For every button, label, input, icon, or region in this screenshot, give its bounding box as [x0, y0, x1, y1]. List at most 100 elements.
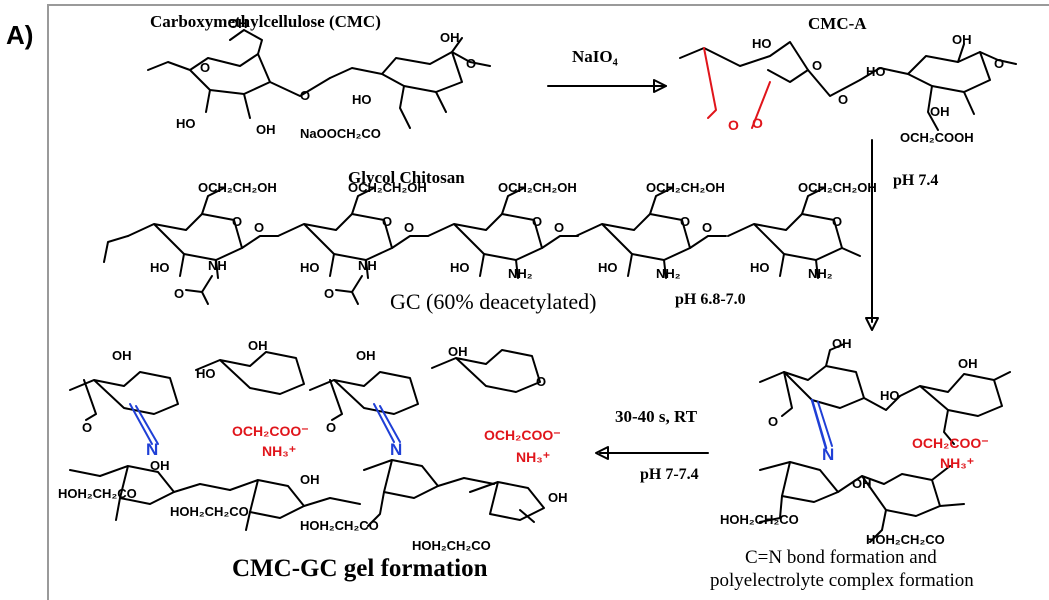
gc-sidechain-bond-1 [201, 187, 225, 215]
int-aldehyde-bond [781, 371, 793, 417]
int-cmca-ring-1 [759, 365, 865, 409]
int-oh-1: OH [832, 336, 852, 351]
gel-cmc-ring-3 [309, 371, 419, 415]
int-imine-n: N [822, 445, 834, 464]
arrowhead-naio4 [653, 79, 667, 93]
gc-sidechain-bond-4 [649, 187, 673, 215]
figure-frame [47, 4, 1049, 600]
int-cmca-ring-2-subs [943, 371, 1011, 445]
gc-amine-4: NH₂ [656, 266, 681, 281]
cmca-ring-o-1: O [812, 58, 822, 73]
gc-sidechain-1: OCH₂CH₂OH [198, 180, 277, 195]
gel-cmc-ring-1 [69, 371, 179, 415]
cmca-carboxymethyl: OCH₂COOH [900, 130, 974, 145]
cmca-glycosidic-bond [807, 69, 861, 97]
gc-glyco-o-2: O [404, 220, 414, 235]
gc-glycosidic-1 [241, 235, 279, 249]
gc-acetyl-o-2: O [324, 286, 334, 301]
gel-gc-sidechain-4: HOH₂CH₂CO [412, 538, 491, 553]
cmc-ring-o-2: O [466, 56, 476, 71]
cmca-ho-2: HO [866, 64, 886, 79]
cmca-ring [859, 51, 991, 93]
gc-ring-subs-3 [479, 253, 519, 279]
gel-gc-link-2 [303, 497, 361, 507]
int-imine-bond [810, 398, 828, 450]
gc-glyco-o-1: O [254, 220, 264, 235]
gc-ring-4 [575, 213, 691, 261]
gc-sidechain-2: OCH₂CH₂OH [348, 180, 427, 195]
cmca-ring-o-2: O [994, 56, 1004, 71]
gel-oh-2: OH [356, 348, 376, 363]
gc-ho-2: HO [300, 260, 320, 275]
gc-ring-2 [277, 213, 393, 261]
int-gc-ring-1 [759, 461, 839, 503]
cmc-glyco-o: O [300, 88, 310, 103]
cmc-ho-1: HO [176, 116, 196, 131]
cmc-oh-3: OH [440, 30, 460, 45]
int-ho-1: HO [880, 388, 900, 403]
conditions-label: 30-40 s, RT [615, 407, 698, 426]
cmca-oh-2: OH [930, 104, 950, 119]
gel-cmc-ring-2 [195, 351, 305, 395]
arrowhead-down [865, 317, 879, 331]
int-aldehyde-o: O [768, 414, 778, 429]
gel-gc-sidechain-2: HOH₂CH₂CO [170, 504, 249, 519]
ph-cmca-label: pH 7.4 [893, 172, 939, 189]
gc-ring-o-5: O [832, 214, 842, 229]
int-cmca-ring-2 [899, 373, 1003, 417]
gel-gc-link-3 [437, 477, 495, 487]
gel-aldehyde-o-2: O [326, 420, 336, 435]
cmc-ring-1 [147, 53, 271, 95]
gc-glycosidic-2 [391, 235, 429, 249]
int-gc-subs [759, 465, 965, 543]
gc-ring-5 [727, 213, 843, 261]
gel-aldehyde-o-1: O [82, 420, 92, 435]
cmc-glycosidic-bond [269, 77, 331, 97]
cmca-glyco-o: O [838, 92, 848, 107]
gel-cmc-ring-4 [431, 349, 541, 393]
cmc-ring-2-subs [399, 37, 491, 129]
cmc-ho-2: HO [352, 92, 372, 107]
gc-end-left [103, 235, 129, 263]
gel-imine-n-2: N [390, 440, 402, 459]
cmca-open-ring [679, 41, 809, 83]
cmca-title: CMC-A [808, 14, 867, 33]
gel-gc-oh-1: OH [150, 458, 170, 473]
oxidant-label: NaIO₄ [572, 47, 618, 66]
gc-acetyl-o-1: O [174, 286, 184, 301]
int-gc-sidechain-1: HOH₂CH₂CO [720, 512, 799, 527]
gc-sidechain-3: OCH₂CH₂OH [498, 180, 577, 195]
gel-gc-oh-2: OH [300, 472, 320, 487]
gc-caption: GC (60% deacetylated) [390, 289, 597, 314]
intermediate-caption-1: C=N bond formation and [745, 547, 937, 568]
cmc-ring-o-1: O [200, 60, 210, 75]
int-ammonium: NH₃⁺ [940, 455, 974, 471]
gel-ammonium-1: NH₃⁺ [262, 443, 296, 459]
gel-ring-o: O [536, 374, 546, 389]
gel-oh-3: OH [248, 338, 268, 353]
ph-gel-label: pH 7-7.4 [640, 466, 699, 483]
gc-amide-nh-2: NH [358, 258, 377, 273]
gc-ring-subs-5 [779, 253, 819, 279]
gc-acetyl-2 [335, 275, 363, 305]
gc-glycosidic-4 [689, 235, 727, 249]
int-glycosidic [863, 395, 901, 411]
intermediate-caption-2: polyelectrolyte complex formation [710, 570, 974, 591]
arrowhead-gel [595, 446, 609, 460]
gc-ho-4: HO [598, 260, 618, 275]
cmca-aldehyde-2 [751, 81, 771, 129]
gc-ring-subs-1 [179, 253, 219, 279]
gel-imine-2 [373, 403, 401, 443]
gc-ring-3 [427, 213, 543, 261]
gel-gc-sidechain-1: HOH₂CH₂CO [58, 486, 137, 501]
gel-ammonium-2: NH₃⁺ [516, 449, 550, 465]
gel-oh-1: OH [112, 348, 132, 363]
gc-ring-o-3: O [532, 214, 542, 229]
gc-glyco-o-4: O [702, 220, 712, 235]
panel-label: A) [6, 20, 34, 50]
gel-gc-ring-4 [469, 481, 545, 521]
gc-acetyl-1 [185, 275, 213, 305]
int-carboxylate: OCH₂COO⁻ [912, 435, 989, 451]
product-caption: CMC-GC gel formation [232, 555, 488, 582]
